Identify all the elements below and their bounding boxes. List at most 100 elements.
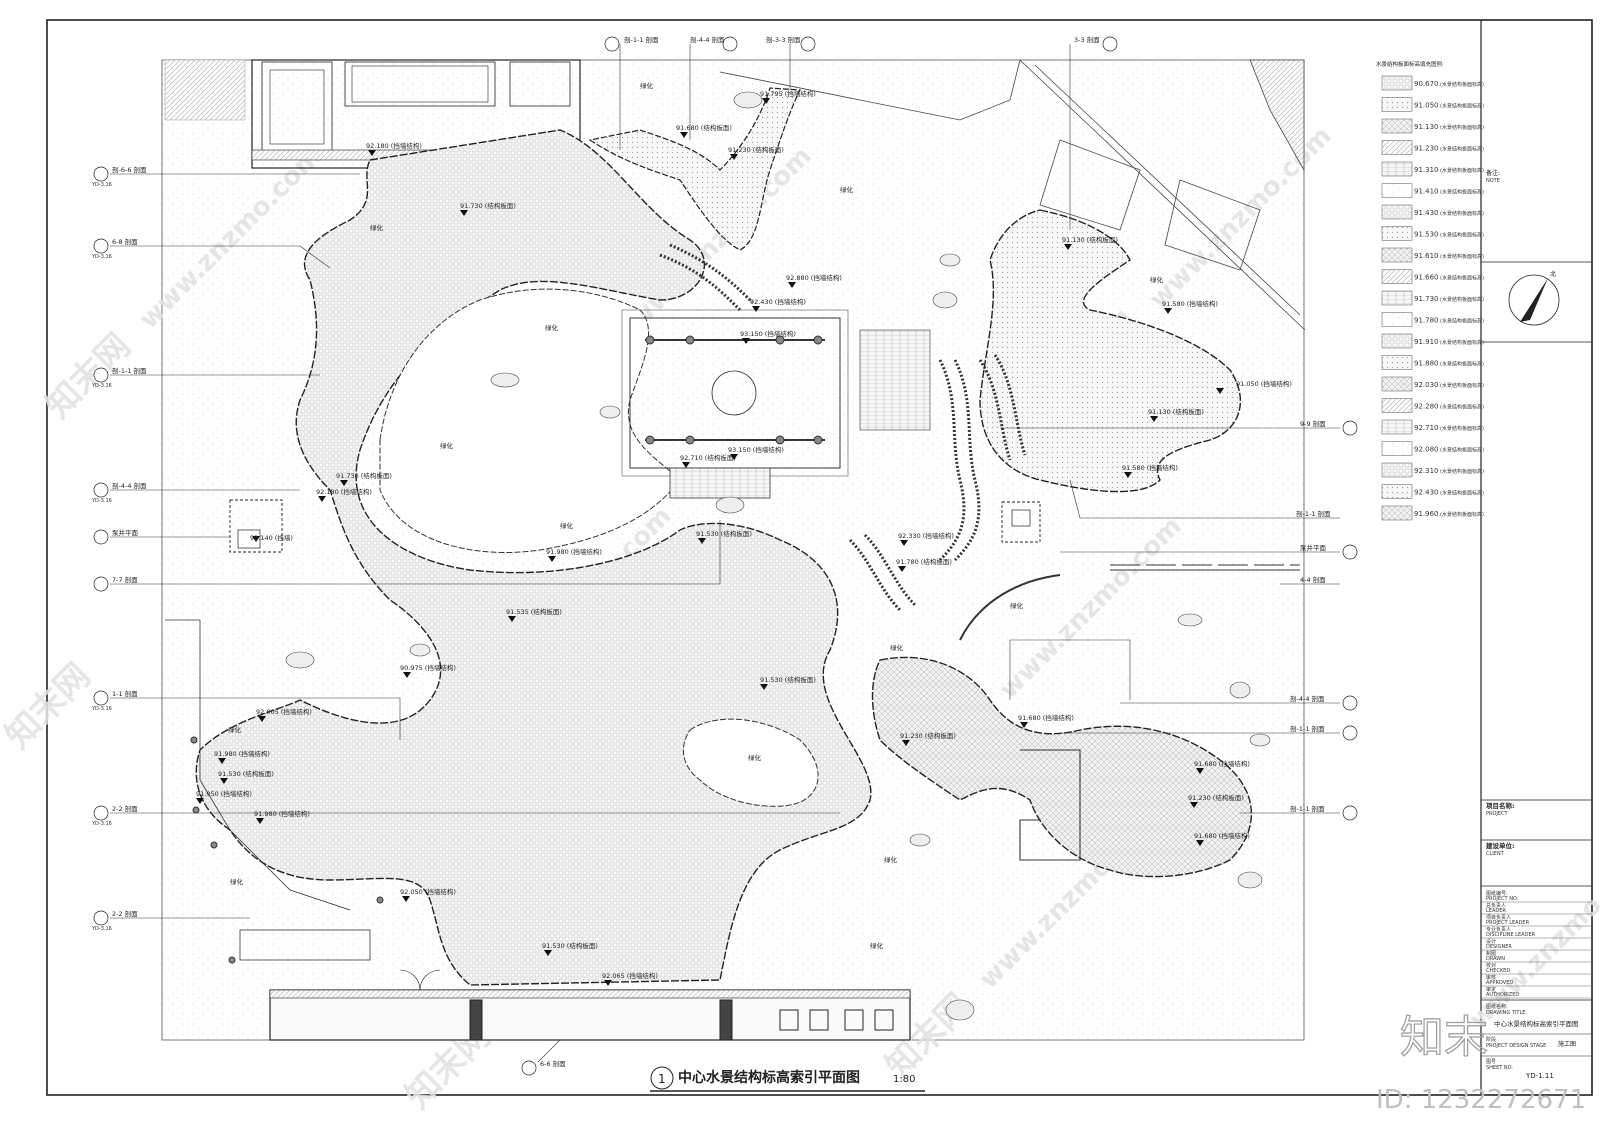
rock-clusters <box>285 91 1271 1021</box>
titleblock-row-label-en: DRAWN <box>1486 956 1505 962</box>
elevation-label: 91.680 (挡墙结构) <box>1194 831 1250 840</box>
elevation-label: 91.230 (结构板面) <box>900 731 956 740</box>
greenery-labels: 绿化 绿化 绿化 绿化 绿化 绿化 绿化 绿化 绿化 绿化 绿化 绿化 绿化 绿… <box>228 81 1164 950</box>
legend-value: 92.430 <box>1414 489 1439 497</box>
elevation-label: 91.980 (挡墙结构) <box>546 547 602 556</box>
legend-swatch <box>1381 183 1413 198</box>
legend-value: 92.030 <box>1414 381 1439 389</box>
elevation-label: 91.530 (结构板面) <box>542 941 598 950</box>
stepped-wall-3 <box>978 354 1027 461</box>
section-label: 剖-3-3 剖面 <box>766 35 801 44</box>
elevation-label: 91.730 (结构板面) <box>460 201 516 210</box>
legend-swatch <box>1381 97 1413 112</box>
section-marker-circle <box>1342 544 1358 560</box>
elevation-label: 92.005 (挡墙结构) <box>256 707 312 716</box>
green-label: 绿化 <box>370 223 384 232</box>
elevation-label: 91.980 (挡墙结构) <box>214 749 270 758</box>
section-marker-circle <box>93 576 109 592</box>
legend-desc: (水景结构板面标高) <box>1440 275 1484 282</box>
section-ref: YD-3.16 <box>91 383 112 389</box>
elev-marker: 91.050 (挡墙结构) <box>196 789 252 804</box>
legend-swatch <box>1381 505 1413 521</box>
drawing-number-circle <box>650 1066 674 1090</box>
elevation-label: 92.050 (挡墙结构) <box>400 887 456 896</box>
stage-label: 阶段 <box>1486 1036 1496 1043</box>
pump-well-right <box>1001 501 1041 543</box>
titleblock-row-label-en: APPROVED <box>1486 980 1513 986</box>
elev-marker: 91.780 (结构板面) <box>896 557 952 572</box>
stepped-wall-1 <box>659 243 754 312</box>
legend-value: 91.410 <box>1414 188 1439 196</box>
elev-marker: 91.530 (结构板面) <box>218 769 274 784</box>
elev-marker: 92.050 (挡墙结构) <box>400 887 456 902</box>
section-label: 9-9 剖面 <box>1300 419 1326 428</box>
elevation-label: 92.180 (挡墙结构) <box>316 487 372 496</box>
section-marker-circle <box>93 166 109 182</box>
sheet-no-value: YD-1.11 <box>1525 1072 1554 1080</box>
legend-value: 91.660 <box>1414 274 1439 282</box>
legend-desc: (水景结构板面标高) <box>1440 167 1484 174</box>
green-label: 绿化 <box>840 185 854 194</box>
titleblock-row-label: 制图 <box>1486 950 1496 957</box>
elevation-label: 92.140 (挡墙) <box>250 533 293 542</box>
elevation-label: 91.980 (挡墙结构) <box>254 809 310 818</box>
section-label: 剖-1-1 剖面 <box>1290 724 1325 733</box>
section-marker-circle <box>1342 420 1358 436</box>
elevation-label: 91.680 (结构板面) <box>676 123 732 132</box>
pump-well-left <box>229 499 283 553</box>
elevation-label: 91.730 (结构板面) <box>336 471 392 480</box>
section-label: 1-1 剖面 <box>112 689 138 698</box>
titleblock-row-label: 总负责人 <box>1486 902 1506 909</box>
legend-value: 92.080 <box>1414 446 1439 454</box>
client-label-en: CLIENT <box>1486 851 1505 857</box>
legend-desc: (水景结构板面标高) <box>1440 124 1484 131</box>
green-label: 绿化 <box>228 725 242 734</box>
elev-marker: 92.180 (挡墙结构) <box>366 141 422 156</box>
legend-value: 91.960 <box>1414 510 1439 518</box>
lower-left-structure <box>165 619 384 964</box>
legend-value: 91.880 <box>1414 360 1439 368</box>
legend-swatch <box>1381 376 1413 392</box>
titleblock-row-label: 设计 <box>1486 938 1496 945</box>
section-labels: 剖-6-6 剖面 6-8 剖面 剖-1-1 剖面 剖-4-4 剖面 泵井平面 7… <box>91 35 1331 1068</box>
legend-swatch <box>1381 75 1413 91</box>
sheet-no-label-en: SHEET NO. <box>1486 1065 1513 1071</box>
legend-desc: (水景结构板面标高) <box>1440 468 1484 475</box>
north-arrow-icon <box>1508 274 1560 326</box>
section-label: 剖-6-6 剖面 <box>112 165 147 174</box>
section-label: 4-4 剖面 <box>1300 575 1326 584</box>
elev-marker: 91.795 (挡墙结构) <box>760 89 816 104</box>
legend-swatch <box>1381 118 1413 134</box>
green-label: 绿化 <box>440 441 454 450</box>
elev-marker: 91.680 (挡墙结构) <box>1018 713 1074 728</box>
elev-marker: 91.580 (挡墙结构) <box>1122 463 1178 478</box>
legend-desc: (水景结构板面标高) <box>1440 210 1484 217</box>
legend-swatch <box>1381 398 1413 413</box>
legend-value: 90.670 <box>1414 80 1439 88</box>
green-label: 绿化 <box>870 941 884 950</box>
section-marker-circle <box>521 1060 537 1076</box>
project-name-label: 项目名称: <box>1486 801 1515 810</box>
legend-swatch <box>1381 140 1413 155</box>
legend-value: 91.230 <box>1414 145 1439 153</box>
section-marker-circle <box>93 238 109 254</box>
elev-marker: 91.530 (结构板面) <box>696 529 752 544</box>
drawing-name-label-en: DRAWING TITLE <box>1486 1010 1525 1016</box>
channel-top <box>588 87 801 251</box>
legend-desc: (水景结构板面标高) <box>1440 253 1484 260</box>
section-label: 6-8 剖面 <box>112 237 138 246</box>
legend-desc: (水景结构板面标高) <box>1440 103 1484 110</box>
elev-marker: 91.730 (结构板面) <box>336 471 392 486</box>
elev-marker: 91.980 (挡墙结构) <box>546 547 602 562</box>
legend-swatch <box>1381 247 1413 263</box>
elevation-label: 92.330 (挡墙结构) <box>898 531 954 540</box>
drawing-title: 中心水景结构标高索引平面图 <box>678 1069 860 1086</box>
outer-frame <box>46 19 1593 1096</box>
legend: 水景结构板面标高填充图例: 90.670(水景结构板面标高)91.050(水景结… <box>1376 60 1484 521</box>
section-marker-circle <box>1342 725 1358 741</box>
elevation-label: 91.580 (挡墙结构) <box>1122 463 1178 472</box>
legend-value: 92.280 <box>1414 403 1439 411</box>
elevation-label: 91.580 (挡墙结构) <box>1162 299 1218 308</box>
titleblock: 备注: NOTE 北 项目名称: PROJECT 建设单位: CLIENT 图纸… <box>1481 169 1592 1080</box>
